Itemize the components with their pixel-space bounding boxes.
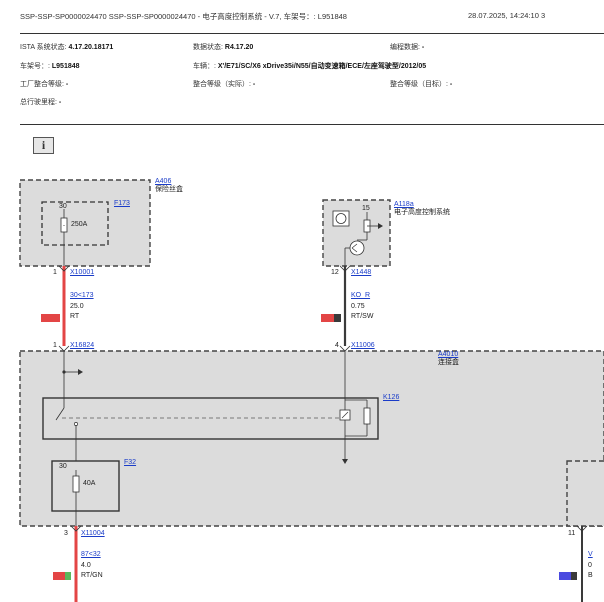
vin: 车架号：: L951848 bbox=[20, 63, 80, 70]
f173-link[interactable]: F173 bbox=[114, 200, 130, 207]
relay-switch bbox=[55, 407, 65, 421]
wire-w2-size: 0.75 bbox=[351, 303, 365, 310]
relay-diode bbox=[363, 407, 371, 425]
f32-pin: 30 bbox=[59, 463, 67, 470]
vehicle: 车辆：: X'/E71/SC/X6 xDrive35i/N55/自动变速箱/EC… bbox=[193, 63, 427, 70]
wire-color-swatch bbox=[571, 572, 577, 580]
ecu-icon bbox=[332, 210, 350, 227]
document-header: SSP-SSP-SP0000024470 SSP-SSP-SP000002447… bbox=[20, 11, 604, 31]
x1448-link[interactable]: X1448 bbox=[351, 269, 372, 276]
factory-level: 工厂整合等级: - bbox=[20, 81, 69, 88]
x11004-pin: 3 bbox=[64, 530, 68, 537]
f32-box bbox=[51, 460, 120, 512]
a118a-pin: 15 bbox=[362, 205, 370, 212]
f32-fuse-symbol bbox=[72, 475, 80, 493]
header-divider bbox=[20, 33, 604, 34]
x1448-pin: 12 bbox=[331, 269, 339, 276]
f32-link[interactable]: F32 bbox=[124, 459, 137, 466]
f173-rating: 250A bbox=[71, 221, 88, 228]
x11006-pin: 4 bbox=[335, 342, 339, 349]
target-level: 整合等级（目标）: - bbox=[390, 81, 453, 88]
wire-w1-name[interactable]: 30<173 bbox=[70, 292, 94, 299]
x10001-link[interactable]: X10001 bbox=[70, 269, 95, 276]
x10001-pin: 1 bbox=[53, 269, 57, 276]
right-partial-box bbox=[566, 460, 604, 527]
document-title: SSP-SSP-SP0000024470 SSP-SSP-SP000002447… bbox=[20, 12, 347, 21]
x16824-link[interactable]: X16824 bbox=[70, 342, 95, 349]
k126-link[interactable]: K126 bbox=[383, 394, 400, 401]
a118a-box bbox=[322, 199, 391, 267]
f173-pin: 30 bbox=[59, 203, 67, 210]
x11006-link[interactable]: X11006 bbox=[351, 342, 375, 349]
wire-w4-name[interactable]: V bbox=[588, 551, 593, 558]
f32-rating: 40A bbox=[83, 480, 96, 487]
x16824-pin: 1 bbox=[53, 342, 57, 349]
programming-data: 编程数据: - bbox=[390, 44, 425, 51]
wire-w2-color: RT/SW bbox=[351, 313, 374, 320]
actual-level: 整合等级（实际）: - bbox=[193, 81, 256, 88]
wire-color-swatch bbox=[65, 572, 71, 580]
wire-color-swatch bbox=[334, 314, 341, 322]
mileage: 总行驶里程: - bbox=[20, 99, 62, 106]
ista-status: ISTA 系统状态: 4.17.20.18171 bbox=[20, 44, 114, 51]
wire-w4-size: 0 bbox=[588, 562, 592, 569]
wire-w3-name[interactable]: 87<32 bbox=[81, 551, 101, 558]
data-status: 数据状态: R4.17.20 bbox=[193, 44, 254, 51]
wire-w4-color: B bbox=[588, 572, 593, 579]
document-datetime: 28.07.2025, 14:24:10 3 bbox=[468, 11, 546, 20]
info-icon[interactable]: i bbox=[33, 137, 54, 154]
meta-divider bbox=[20, 124, 604, 125]
f173-box bbox=[41, 201, 109, 246]
wire-color-swatch bbox=[41, 314, 60, 322]
wire-w3-color: RT/GN bbox=[81, 572, 103, 579]
k126-relay-box bbox=[42, 397, 379, 440]
right-edge-pin: 11 bbox=[568, 530, 576, 537]
wire-w3-size: 4.0 bbox=[81, 562, 91, 569]
wire-w1-size: 25.0 bbox=[70, 303, 84, 310]
wire-w2-name[interactable]: KO_R bbox=[351, 292, 371, 299]
x11004-link[interactable]: X11004 bbox=[81, 530, 105, 537]
wire-w1-color: RT bbox=[70, 313, 80, 320]
